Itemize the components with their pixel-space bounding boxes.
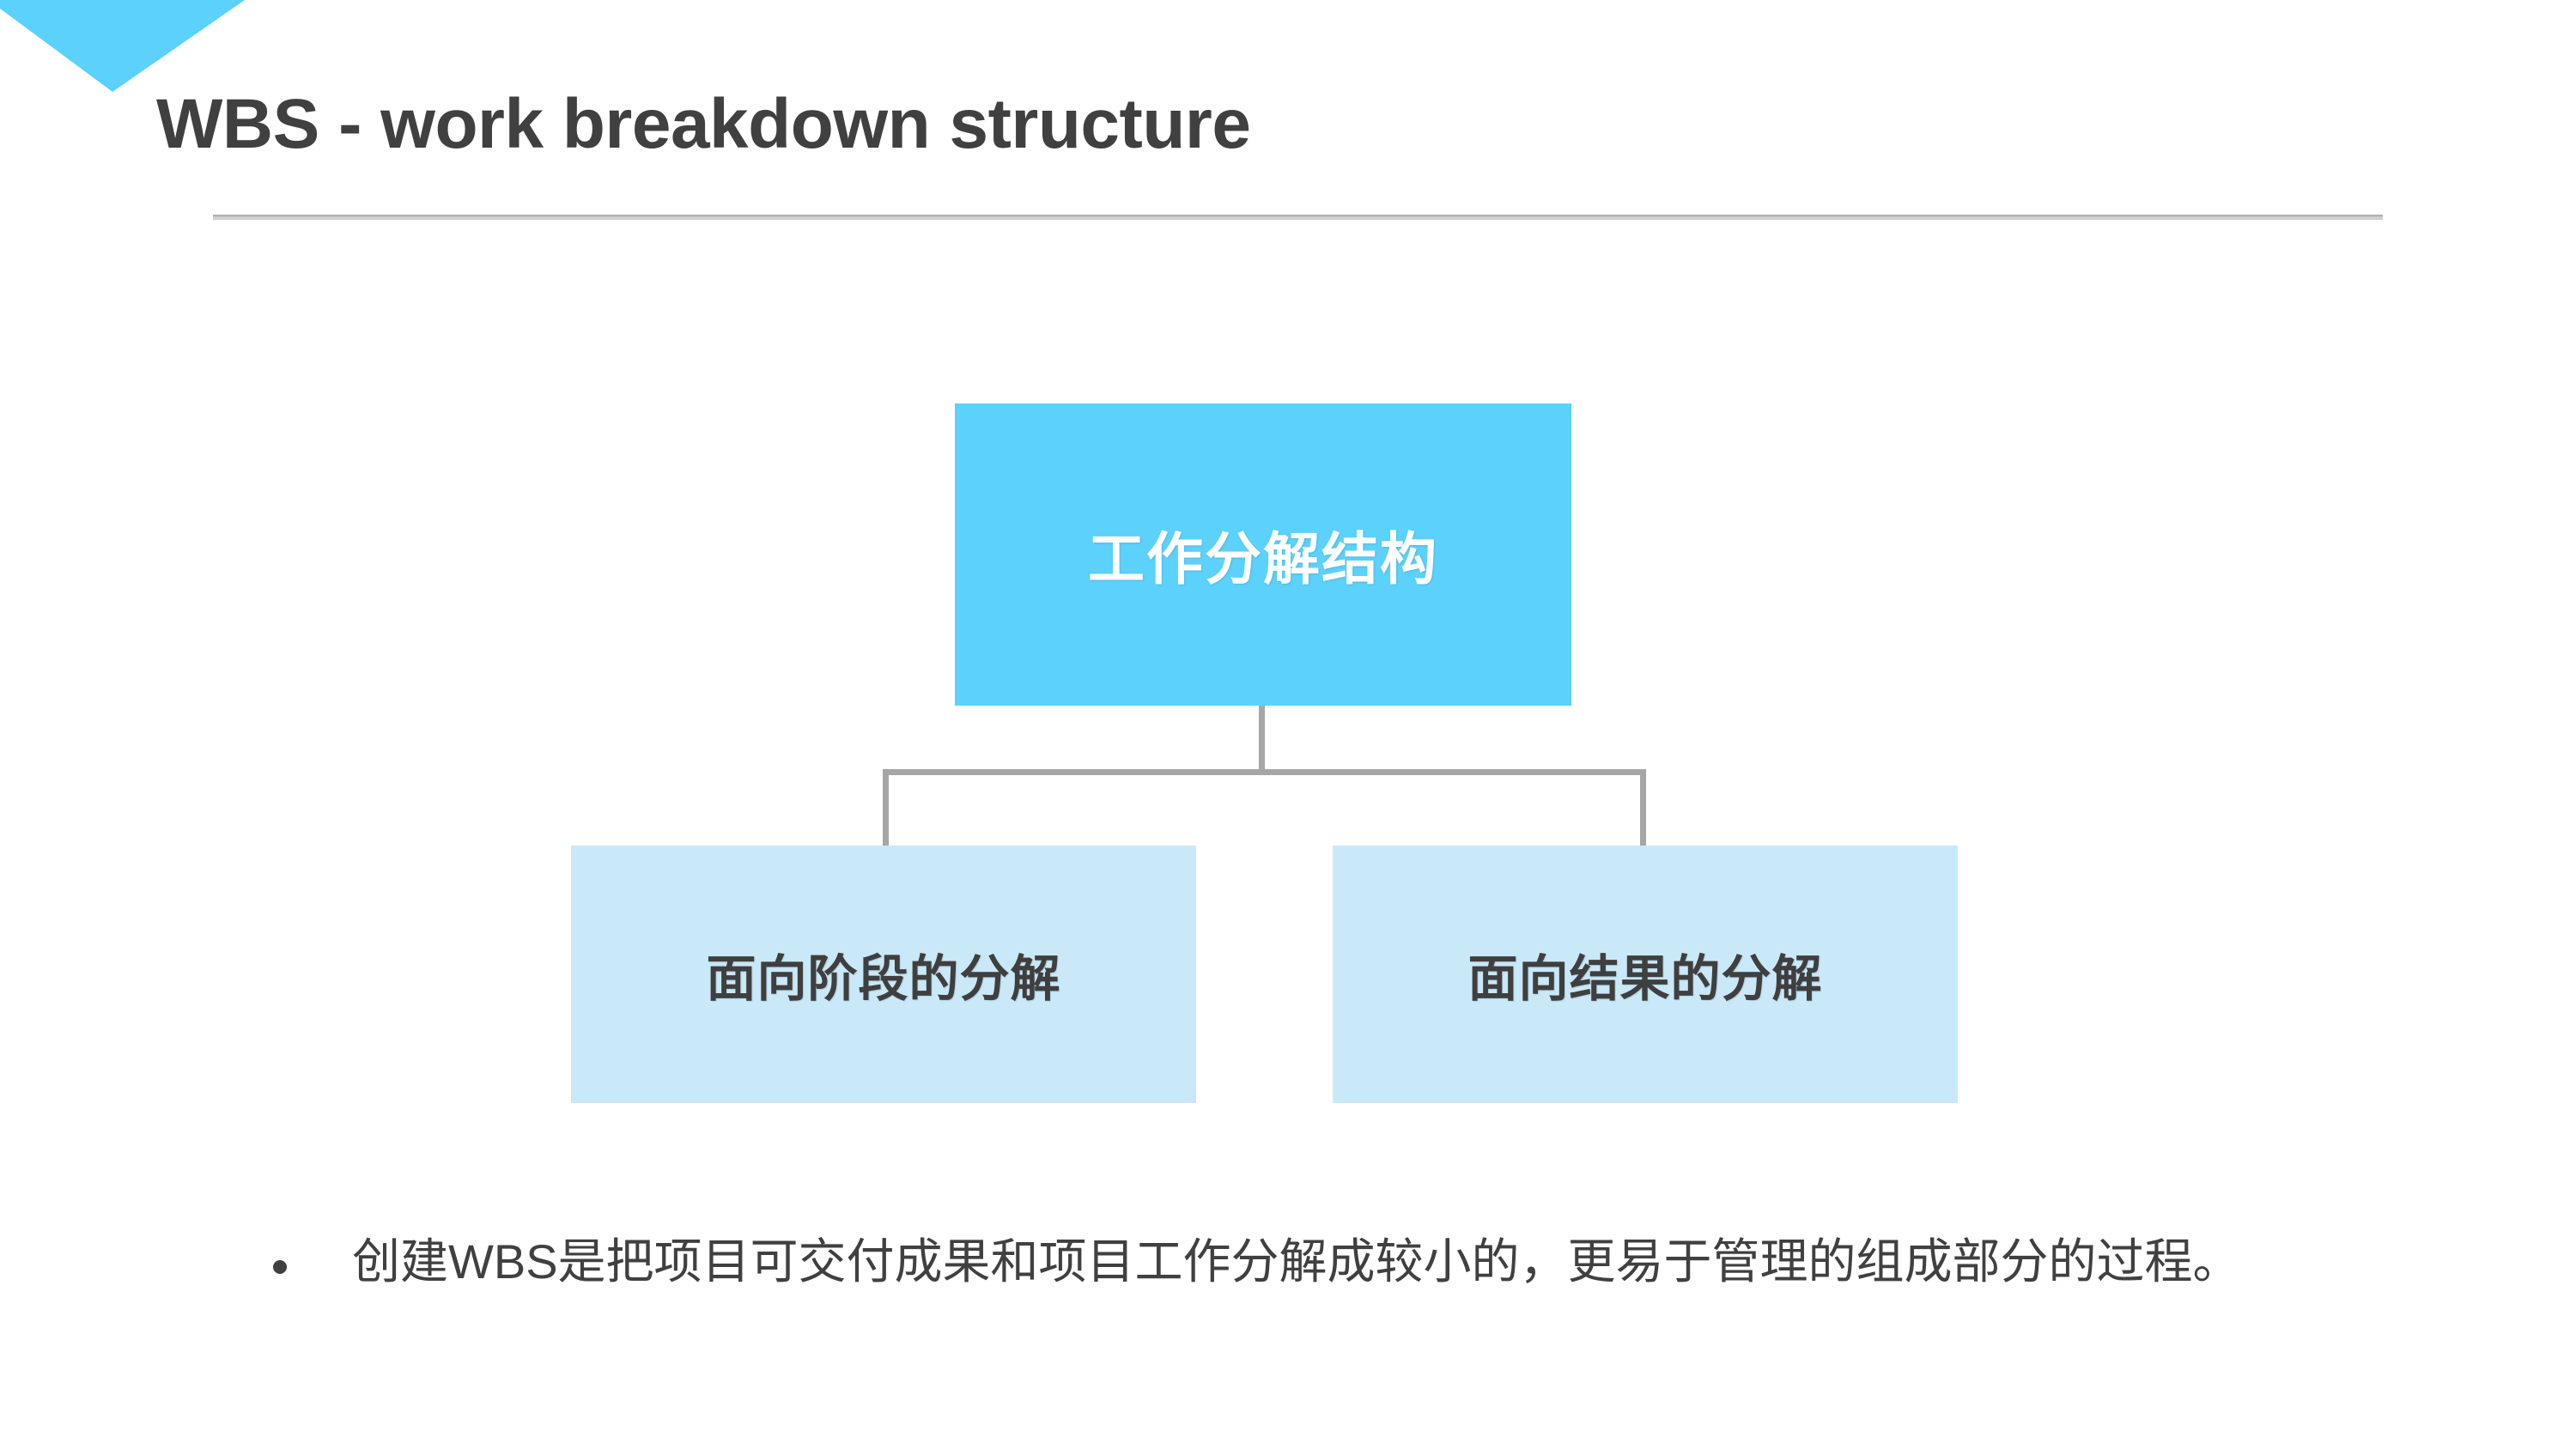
tree-node-child-2[interactable]: 面向结果的分解 [1333,846,1958,1103]
connector-drop-left [883,769,889,846]
tree-node-root[interactable]: 工作分解结构 [955,403,1571,706]
connector-drop-right [1640,769,1646,846]
tree-node-root-label: 工作分解结构 [1088,527,1438,591]
tree-node-child-2-label: 面向结果的分解 [1467,951,1823,1007]
bullet-item-text: 创建WBS是把项目可交付成果和项目工作分解成较小的，更易于管理的组成部分的过程。 [352,1234,2241,1288]
bullet-list-item: 创建WBS是把项目可交付成果和项目工作分解成较小的，更易于管理的组成部分的过程。 [273,1229,2241,1294]
corner-triangle-decoration [0,0,249,96]
page-title: WBS - work breakdown structure [156,85,1251,163]
connector-horizontal-bar [883,769,1646,775]
tree-node-child-1[interactable]: 面向阶段的分解 [571,846,1196,1103]
bullet-marker-icon [273,1260,287,1274]
title-divider [213,215,2383,220]
connector-root-stem [1259,706,1265,774]
tree-node-child-1-label: 面向阶段的分解 [706,951,1061,1007]
